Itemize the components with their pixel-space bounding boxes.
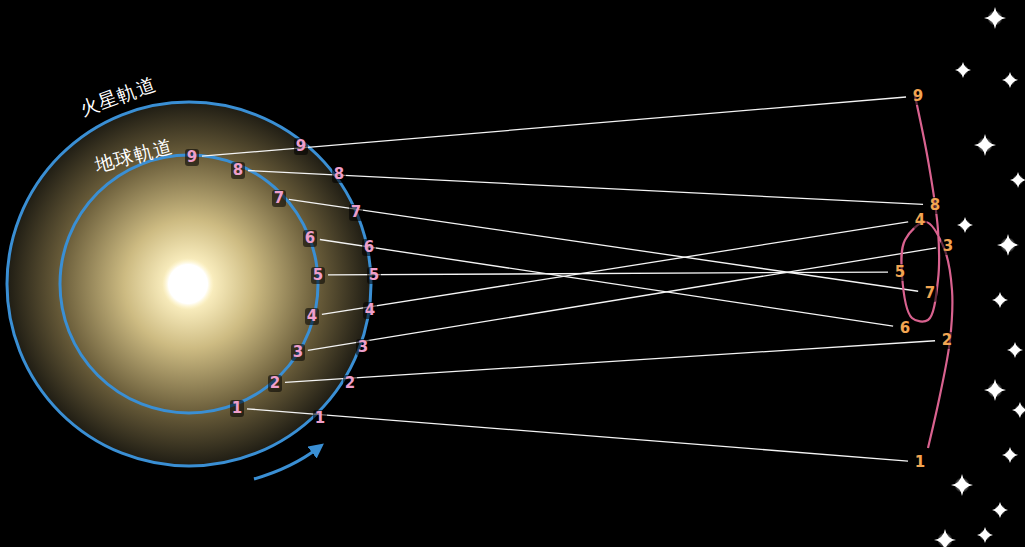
star xyxy=(951,474,973,496)
mars-orbit xyxy=(7,102,371,466)
earth-position-number: 9 xyxy=(185,149,199,166)
earth-orbit xyxy=(60,155,318,413)
sun-glow xyxy=(7,102,371,466)
mars-position-number: 7 xyxy=(349,204,363,221)
star xyxy=(934,529,956,547)
sky-position-number: 9 xyxy=(911,88,925,105)
sight-lines xyxy=(202,97,936,461)
star xyxy=(977,527,993,543)
star xyxy=(1010,172,1025,188)
earth-position-number: 8 xyxy=(231,162,245,179)
star xyxy=(1012,402,1025,418)
star xyxy=(957,217,973,233)
earth-position-number: 4 xyxy=(305,308,319,325)
mars-position-number: 1 xyxy=(313,410,327,427)
sight-line xyxy=(248,171,923,205)
mars-position-number: 6 xyxy=(362,239,376,256)
star xyxy=(984,7,1006,29)
earth-position-number: 2 xyxy=(268,375,282,392)
star xyxy=(992,502,1008,518)
sight-line xyxy=(289,199,918,291)
sky-position-number: 8 xyxy=(928,197,942,214)
direction-arrow xyxy=(254,448,318,479)
mars-position-number: 8 xyxy=(332,166,346,183)
sun xyxy=(162,258,214,310)
sky-position-number: 6 xyxy=(898,320,912,337)
sky-position-number: 2 xyxy=(940,332,954,349)
mars-position-number: 4 xyxy=(363,302,377,319)
mars-position-number: 9 xyxy=(294,138,308,155)
star xyxy=(992,292,1008,308)
mars-position-number: 2 xyxy=(343,375,357,392)
star xyxy=(974,134,996,156)
sight-line xyxy=(320,239,893,326)
star xyxy=(997,234,1019,256)
sky-position-number: 7 xyxy=(923,285,937,302)
earth-position-number: 3 xyxy=(291,344,305,361)
sky-position-number: 1 xyxy=(913,454,927,471)
sight-line xyxy=(285,341,935,383)
sky-position-number: 5 xyxy=(893,264,907,281)
star xyxy=(984,379,1006,401)
star xyxy=(1002,72,1018,88)
star xyxy=(1007,342,1023,358)
sky-position-number: 4 xyxy=(913,212,927,229)
sight-line xyxy=(308,248,936,350)
sight-line xyxy=(322,222,908,315)
earth-position-number: 6 xyxy=(303,230,317,247)
sight-line xyxy=(202,97,906,156)
earth-position-number: 1 xyxy=(230,400,244,417)
apparent-path xyxy=(901,96,952,448)
earth-position-number: 5 xyxy=(311,267,325,284)
star xyxy=(955,62,971,78)
star xyxy=(1002,447,1018,463)
stars xyxy=(934,7,1025,547)
sky-position-number: 3 xyxy=(941,238,955,255)
mars-position-number: 3 xyxy=(356,339,370,356)
mars-position-number: 5 xyxy=(367,267,381,284)
earth-position-number: 7 xyxy=(272,190,286,207)
sight-line xyxy=(247,409,908,461)
